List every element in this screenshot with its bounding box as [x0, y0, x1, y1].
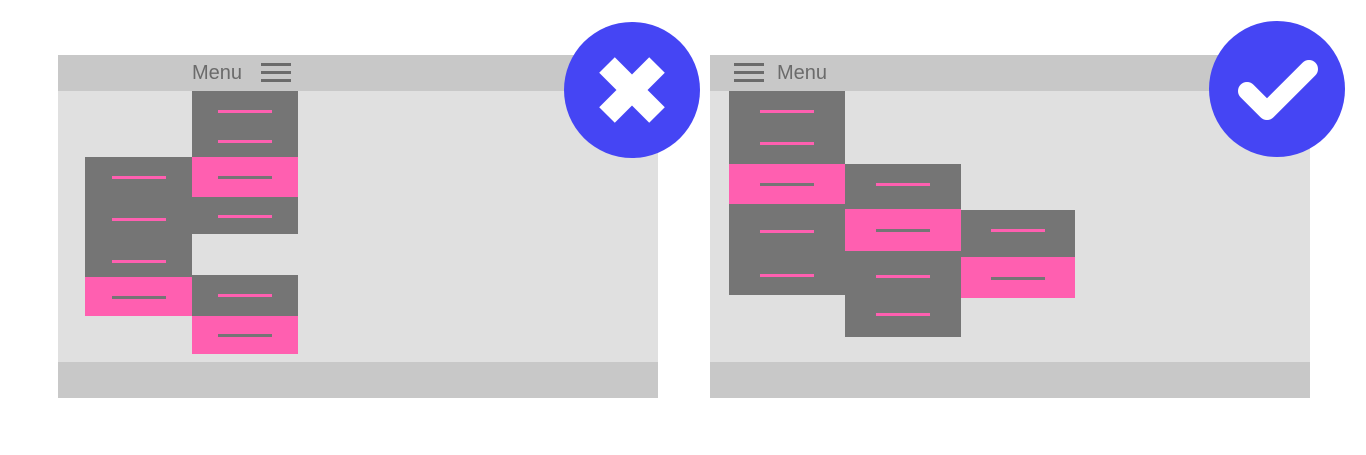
right-example-frame: Menu — [710, 55, 1310, 398]
left-submenu-lower — [192, 275, 298, 354]
correct-badge — [1209, 21, 1345, 157]
menu-item[interactable] — [192, 197, 298, 234]
left-footer-bar — [58, 362, 658, 398]
incorrect-badge — [564, 22, 700, 158]
right-main-menu — [729, 91, 857, 295]
left-menu-label[interactable]: Menu — [192, 62, 243, 84]
right-footer-bar — [710, 362, 1310, 398]
left-header-bar: Menu — [58, 55, 658, 91]
menu-item[interactable] — [729, 211, 845, 251]
menu-item[interactable] — [192, 275, 298, 315]
left-hamburger-icon[interactable] — [261, 63, 291, 83]
menu-item[interactable] — [85, 241, 192, 281]
menu-item[interactable] — [729, 123, 845, 163]
right-submenu-level-3 — [961, 210, 1075, 298]
left-example-frame: Menu — [58, 55, 658, 398]
menu-item[interactable] — [192, 121, 298, 161]
menu-item[interactable] — [961, 210, 1075, 250]
menu-item-active[interactable] — [729, 164, 857, 204]
menu-item[interactable] — [845, 294, 961, 334]
menu-item[interactable] — [729, 255, 845, 295]
right-menu-label[interactable]: Menu — [777, 62, 828, 84]
menu-item[interactable] — [845, 164, 961, 204]
menu-item[interactable] — [845, 256, 961, 296]
cross-icon — [599, 57, 665, 123]
left-submenu-upper — [178, 91, 298, 234]
right-submenu-level-2 — [845, 164, 973, 337]
check-icon — [1238, 60, 1318, 120]
menu-item-active[interactable] — [192, 316, 298, 354]
right-hamburger-icon[interactable] — [734, 63, 764, 83]
left-main-menu — [85, 157, 204, 316]
menu-item[interactable] — [85, 157, 192, 197]
menu-item-active[interactable] — [85, 277, 204, 316]
menu-item-active[interactable] — [178, 157, 298, 197]
menu-item-active[interactable] — [845, 209, 973, 251]
menu-item[interactable] — [85, 199, 192, 239]
menu-item-active[interactable] — [961, 257, 1075, 298]
